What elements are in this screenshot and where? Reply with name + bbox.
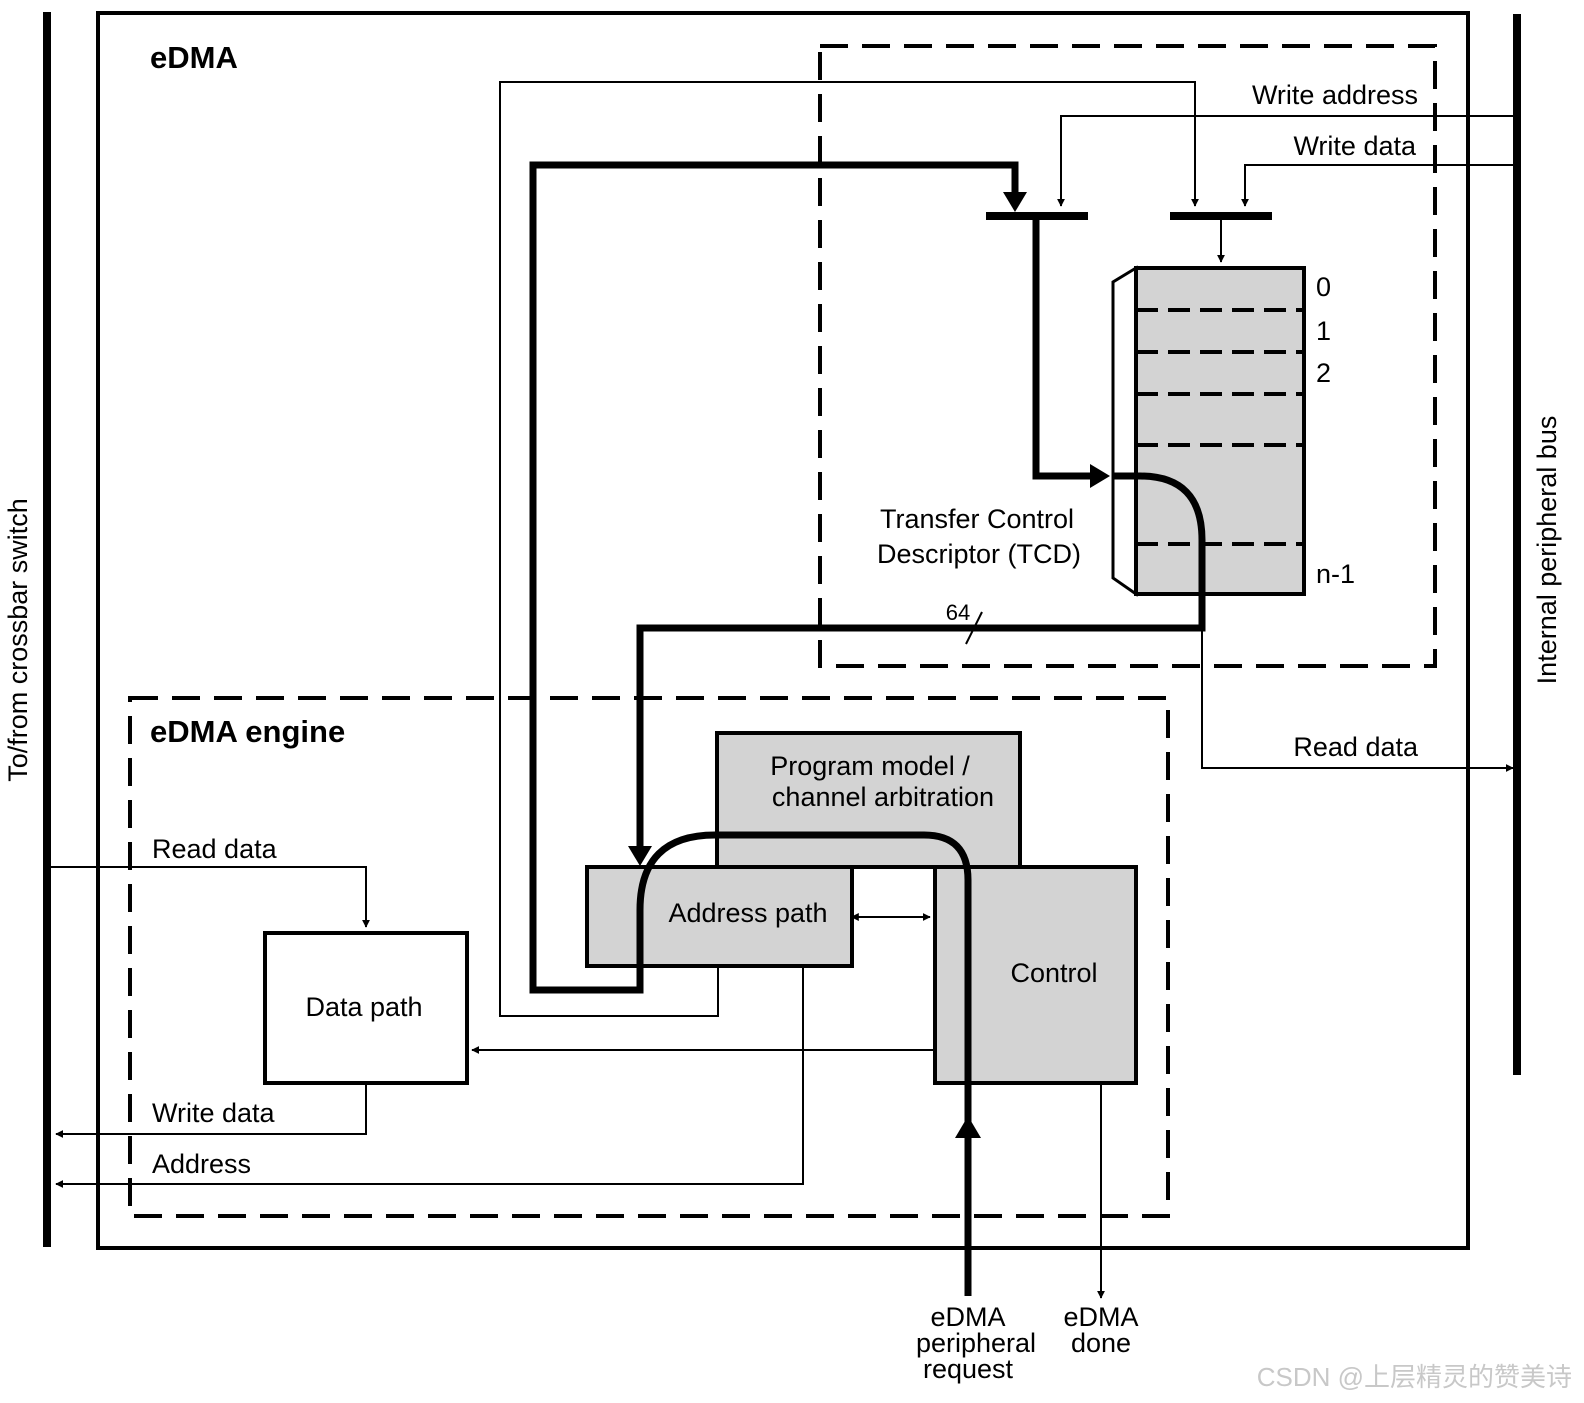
tcd-label-line2: Descriptor (TCD) xyxy=(877,539,1081,569)
program-model-line1: Program model / xyxy=(770,751,970,781)
peripheral-request-line3: request xyxy=(923,1354,1014,1384)
peripheral-request-line2: peripheral xyxy=(916,1328,1036,1358)
write-address-line xyxy=(1057,115,1513,207)
write-data-top-line xyxy=(1241,164,1513,207)
peripheral-request-arrowhead xyxy=(955,1116,981,1138)
bus-width-label: 64 xyxy=(946,600,970,625)
program-model-line2: channel arbitration xyxy=(772,782,994,812)
watermark: CSDN @上层精灵的赞美诗 xyxy=(1257,1362,1572,1392)
data-path-block xyxy=(263,931,469,1085)
tcd-out-arrowhead xyxy=(628,846,652,866)
program-model-block xyxy=(715,731,1022,869)
edma-done-line1: eDMA xyxy=(1063,1302,1138,1332)
tcd-mux-wedge xyxy=(1111,265,1138,597)
tcd-label-line1: Transfer Control xyxy=(880,504,1074,534)
write-data-top-label: Write data xyxy=(1293,131,1417,161)
tcd-row-2: 2 xyxy=(1316,358,1331,388)
tcd-row-n-1: n-1 xyxy=(1316,559,1355,589)
address-path-block xyxy=(585,865,854,968)
mux-into-tcd-arrowhead xyxy=(1090,464,1110,488)
tcd-row-1: 1 xyxy=(1316,316,1331,346)
tcd-row-dividers xyxy=(1136,308,1304,546)
write-address-label: Write address xyxy=(1252,80,1418,110)
control-label: Control xyxy=(1010,958,1097,988)
write-data-left-line xyxy=(55,1083,367,1138)
bus-width-slash xyxy=(965,611,983,645)
read-data-right-line xyxy=(1201,628,1514,772)
tcd-region xyxy=(818,44,1437,668)
address-feedback-line xyxy=(499,81,1199,1017)
edma-title: eDMA xyxy=(150,40,238,75)
engine-title: eDMA engine xyxy=(150,714,345,749)
peripheral-bus-label: Internal peripheral bus xyxy=(1532,416,1562,685)
crossbar-bus-label: To/from crossbar switch xyxy=(3,498,33,782)
address-path-label: Address path xyxy=(668,898,827,928)
address-path-write-arrowhead xyxy=(1003,192,1027,212)
edma-engine-region xyxy=(128,696,1170,1218)
read-data-left-line xyxy=(51,866,370,928)
write-data-left-label: Write data xyxy=(152,1098,276,1128)
edma-done-line2: done xyxy=(1071,1328,1131,1358)
mux-into-tcd-bus xyxy=(1032,216,1092,480)
tcd-out-bus xyxy=(636,472,1206,848)
peripheral-request-bus xyxy=(636,831,972,1296)
edma-frame xyxy=(96,11,1470,1250)
data-path-label: Data path xyxy=(305,992,422,1022)
tcd-memory xyxy=(1134,266,1306,596)
peripheral-request-line1: eDMA xyxy=(930,1302,1005,1332)
read-data-left-label: Read data xyxy=(152,834,278,864)
address-left-line xyxy=(55,966,804,1188)
read-data-right-label: Read data xyxy=(1293,732,1419,762)
tcd-row-0: 0 xyxy=(1316,272,1331,302)
address-left-label: Address xyxy=(152,1149,251,1179)
